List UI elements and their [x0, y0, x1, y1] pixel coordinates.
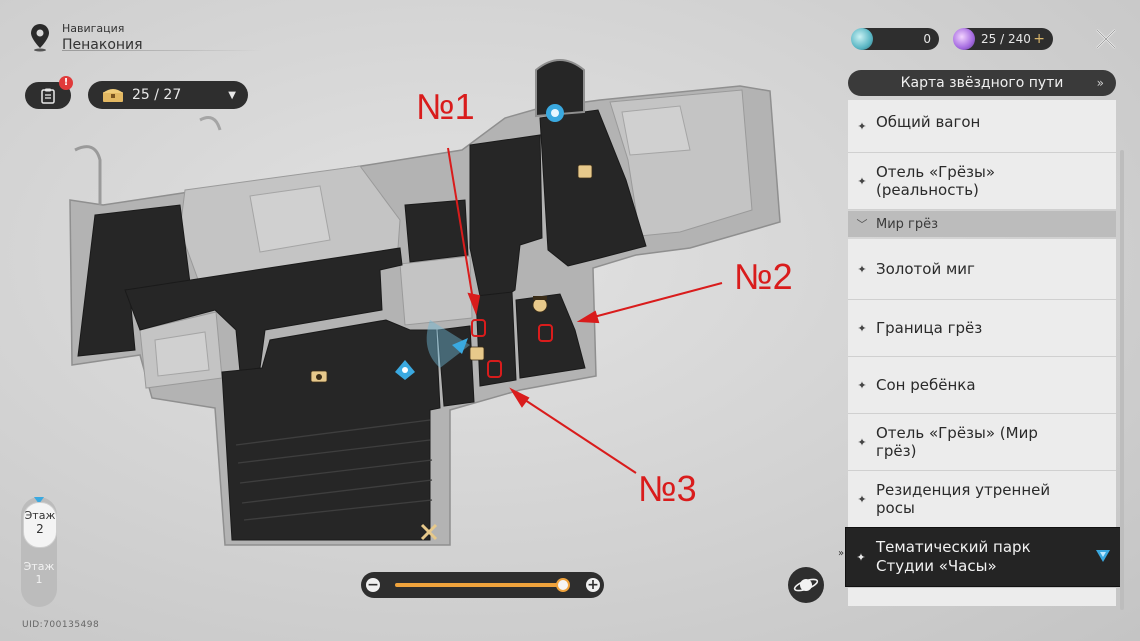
annotation-label-1: №1: [416, 86, 475, 127]
nav-divider: [62, 50, 262, 51]
section-label: Мир грёз: [876, 216, 939, 232]
location-item-childs-dream[interactable]: ✦ Сон ребёнка: [848, 357, 1116, 414]
map-stairs: [235, 419, 433, 521]
annotation-label-2: №2: [734, 256, 793, 297]
trailblaze-power-counter[interactable]: 25 / 240 +: [953, 28, 1053, 50]
location-item-label: Отель «Грёзы» (Мир грёз): [876, 424, 1038, 460]
currency-counter[interactable]: 0: [851, 28, 939, 50]
mission-icon: [532, 296, 548, 313]
location-list-scrollbar[interactable]: [1120, 150, 1124, 610]
location-item-label: Сон ребёнка: [876, 376, 976, 394]
location-list[interactable]: ✦ Общий вагон ✦ Отель «Грёзы» (реальност…: [848, 100, 1116, 606]
selected-indicator-icon: »: [838, 548, 845, 559]
location-item-golden-hour[interactable]: ✦ Золотой миг: [848, 239, 1116, 300]
dropdown-arrow-icon: ▼: [228, 89, 236, 101]
floor-label: Этаж: [23, 560, 55, 573]
star-rail-map-title: Карта звёздного пути: [900, 75, 1064, 91]
location-item-label: Резиденция утренней росы: [876, 481, 1051, 517]
currency-icon: [851, 28, 873, 50]
star-rail-map-button[interactable]: Карта звёздного пути »: [848, 70, 1116, 96]
chevron-right-icon: »: [1096, 76, 1104, 90]
planet-icon: [793, 578, 819, 592]
player-uid: UID:700135498: [22, 620, 100, 630]
location-item-label: Отель «Грёзы» (реальность): [876, 163, 996, 199]
player-arrow-icon: [452, 338, 468, 354]
trailblaze-power-value: 25 / 240: [981, 32, 1031, 46]
puzzle-icon: [577, 164, 593, 179]
location-pin-icon: [31, 24, 49, 52]
location-item-dream-edge[interactable]: ✦ Граница грёз: [848, 300, 1116, 357]
zoom-out-button[interactable]: −: [366, 577, 380, 593]
floor-number: 2: [36, 522, 44, 536]
annotation-markers: [471, 319, 553, 378]
location-list-spacer: [848, 588, 1116, 606]
star-icon: ✦: [857, 174, 867, 188]
zoom-slider-handle[interactable]: [556, 578, 570, 592]
notes-icon: [41, 88, 55, 104]
location-item-label: Золотой миг: [876, 260, 975, 278]
star-icon: ✦: [857, 119, 867, 133]
trailblaze-power-icon: [953, 28, 975, 50]
location-item-hotel-reality[interactable]: ✦ Отель «Грёзы» (реальность): [848, 153, 1116, 210]
treasure-chest-icon: [103, 89, 123, 102]
planet-button[interactable]: [788, 567, 824, 603]
current-floor-indicator-icon: [34, 497, 44, 504]
section-dreamscape[interactable]: ﹀ Мир грёз: [848, 211, 1116, 237]
location-item-label: Граница грёз: [876, 319, 983, 337]
chest-count: 25 / 27: [132, 87, 182, 103]
annotation-label-3: №3: [638, 468, 697, 509]
space-anchor-icon[interactable]: [395, 360, 415, 380]
battle-icon: [420, 523, 438, 541]
star-icon: ✦: [857, 435, 867, 449]
current-location-icon: [1096, 550, 1110, 562]
nav-location: Пенакония: [62, 37, 143, 53]
player-view-cone: [426, 320, 470, 368]
floor-1-button[interactable]: Этаж 1: [23, 557, 55, 597]
zoom-track[interactable]: [395, 583, 565, 587]
camera-icon: [310, 370, 328, 383]
currency-value: 0: [923, 32, 931, 46]
location-item-clock-studios-selected[interactable]: ✦ Тематический парк Студии «Часы»: [845, 527, 1121, 587]
nav-title: Навигация: [62, 22, 125, 35]
location-item-dewlight-pavilion[interactable]: ✦ Резиденция утренней росы: [848, 471, 1116, 528]
star-icon: ✦: [857, 492, 867, 506]
puzzle-icon: [469, 346, 485, 361]
add-power-button[interactable]: +: [1033, 31, 1045, 47]
treasure-chest-counter-button[interactable]: 25 / 27 ▼: [88, 81, 248, 109]
teleport-icon[interactable]: [546, 104, 564, 122]
floor-label: Этаж: [24, 509, 56, 522]
chevron-down-icon: ﹀: [856, 218, 868, 231]
floor-2-button[interactable]: Этаж 2: [23, 502, 57, 548]
location-item-hotel-dreamscape[interactable]: ✦ Отель «Грёзы» (Мир грёз): [848, 414, 1116, 471]
location-item-label: Общий вагон: [876, 113, 981, 131]
zoom-in-button[interactable]: +: [586, 577, 600, 593]
star-icon: ✦: [857, 321, 867, 335]
star-icon: ✦: [857, 378, 867, 392]
selected-location-label: Тематический парк Студии «Часы»: [876, 538, 1031, 575]
star-icon: ✦: [857, 262, 867, 276]
floor-number: 1: [35, 573, 43, 586]
notification-badge: !: [59, 76, 73, 90]
navigation-header: Навигация Пенакония: [28, 22, 143, 53]
map-tower: [535, 59, 585, 118]
close-icon[interactable]: [1094, 27, 1118, 51]
location-item-general-car[interactable]: ✦ Общий вагон: [848, 100, 1116, 153]
star-icon: ✦: [856, 550, 866, 564]
annotation-arrows: [447, 147, 723, 474]
